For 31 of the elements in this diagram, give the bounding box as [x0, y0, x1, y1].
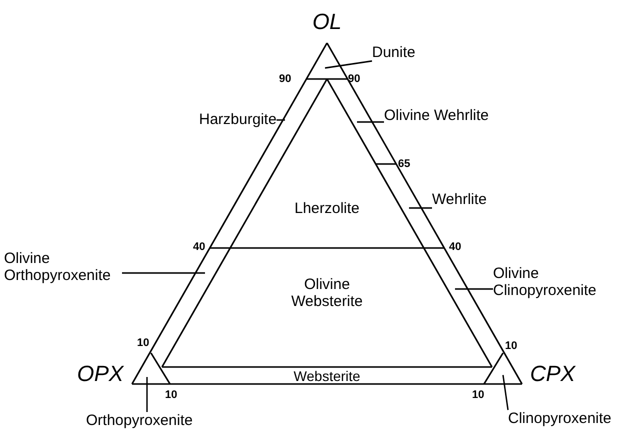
leader-line — [276, 119, 285, 121]
leader-line — [502, 374, 509, 410]
rock-name-label: Olivine Wehrlite — [384, 107, 489, 124]
leader-line — [324, 60, 372, 69]
rock-name-label: Wehrlite — [432, 191, 487, 208]
leader-line — [409, 207, 432, 209]
tick-value: 10 — [472, 389, 484, 401]
tick-value: 40 — [193, 241, 206, 253]
field-label: Websterite — [294, 368, 360, 384]
leader-line — [146, 377, 148, 412]
tick-value: 10 — [505, 340, 518, 352]
leader-line — [357, 121, 384, 123]
tick-value: 90 — [279, 73, 292, 85]
field-label: Olivine Websterite — [290, 276, 364, 310]
vertex-label: OPX — [77, 362, 124, 386]
tick-value: 10 — [137, 337, 150, 349]
leader-line — [122, 272, 205, 274]
tick-value: 65 — [398, 158, 410, 170]
rock-name-label: Clinopyroxenite — [508, 410, 612, 427]
tick-value: 40 — [449, 241, 462, 253]
vertex-label: OL — [312, 10, 342, 34]
tick-value: 10 — [165, 389, 178, 401]
leader-line — [455, 288, 493, 290]
rock-name-label: Olivine Orthopyroxenite — [4, 250, 122, 284]
rock-name-label: Harzburgite — [199, 111, 277, 128]
vertex-label: CPX — [530, 362, 576, 386]
rock-name-label: Dunite — [372, 44, 416, 61]
tick-value: 90 — [348, 73, 360, 85]
field-label: Lherzolite — [294, 200, 360, 217]
rock-name-label: Orthopyroxenite — [86, 412, 193, 429]
rock-name-label: Olivine Clinopyroxenite — [493, 265, 628, 299]
